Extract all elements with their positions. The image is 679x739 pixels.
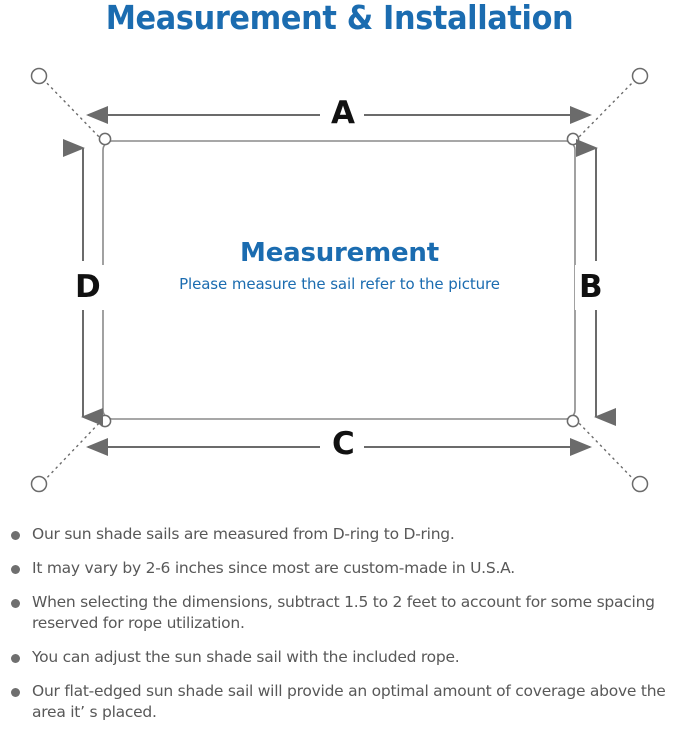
rope-bottom-left [40, 418, 104, 485]
d-ring-icon-bottom-left [98, 414, 112, 428]
measurement-diagram: A C B D Measurement Please measure the s… [0, 46, 679, 516]
d-ring-icon-top-left [98, 132, 112, 146]
bullet-icon [11, 565, 20, 574]
list-item: Our flat-edged sun shade sail will provi… [11, 681, 679, 723]
dimension-label-c: C [323, 429, 364, 460]
dimension-label-b: B [575, 265, 607, 310]
bullet-icon [11, 531, 20, 540]
d-ring-icon-top-right [566, 132, 580, 146]
page-title: Measurement & Installation [105, 0, 574, 37]
bullet-icon [11, 654, 20, 663]
rope-top-right [574, 76, 639, 142]
note-text: It may vary by 2-6 inches since most are… [32, 559, 515, 577]
bullet-icon [11, 688, 20, 697]
dimension-label-d: D [71, 265, 105, 310]
anchor-circle-icon-bottom-left [30, 475, 48, 493]
list-item: You can adjust the sun shade sail with t… [11, 647, 679, 668]
note-text: Our flat-edged sun shade sail will provi… [32, 682, 666, 721]
rope-bottom-right [574, 418, 639, 485]
rope-top-left [40, 76, 104, 142]
shade-sail-outline [102, 140, 576, 420]
notes-list: Our sun shade sails are measured from D-… [11, 524, 679, 736]
list-item: Our sun shade sails are measured from D-… [11, 524, 679, 545]
diagram-canvas [30, 67, 649, 493]
bullet-icon [11, 599, 20, 608]
d-ring-icon-bottom-right [566, 414, 580, 428]
anchor-circle-icon-top-left [30, 67, 48, 85]
note-text: When selecting the dimensions, subtract … [32, 593, 655, 632]
dimension-label-a: A [322, 98, 364, 129]
note-text: You can adjust the sun shade sail with t… [32, 648, 460, 666]
list-item: It may vary by 2-6 inches since most are… [11, 558, 679, 579]
anchor-circle-icon-bottom-right [631, 475, 649, 493]
anchor-circle-icon-top-right [631, 67, 649, 85]
note-text: Our sun shade sails are measured from D-… [32, 525, 455, 543]
list-item: When selecting the dimensions, subtract … [11, 592, 679, 634]
